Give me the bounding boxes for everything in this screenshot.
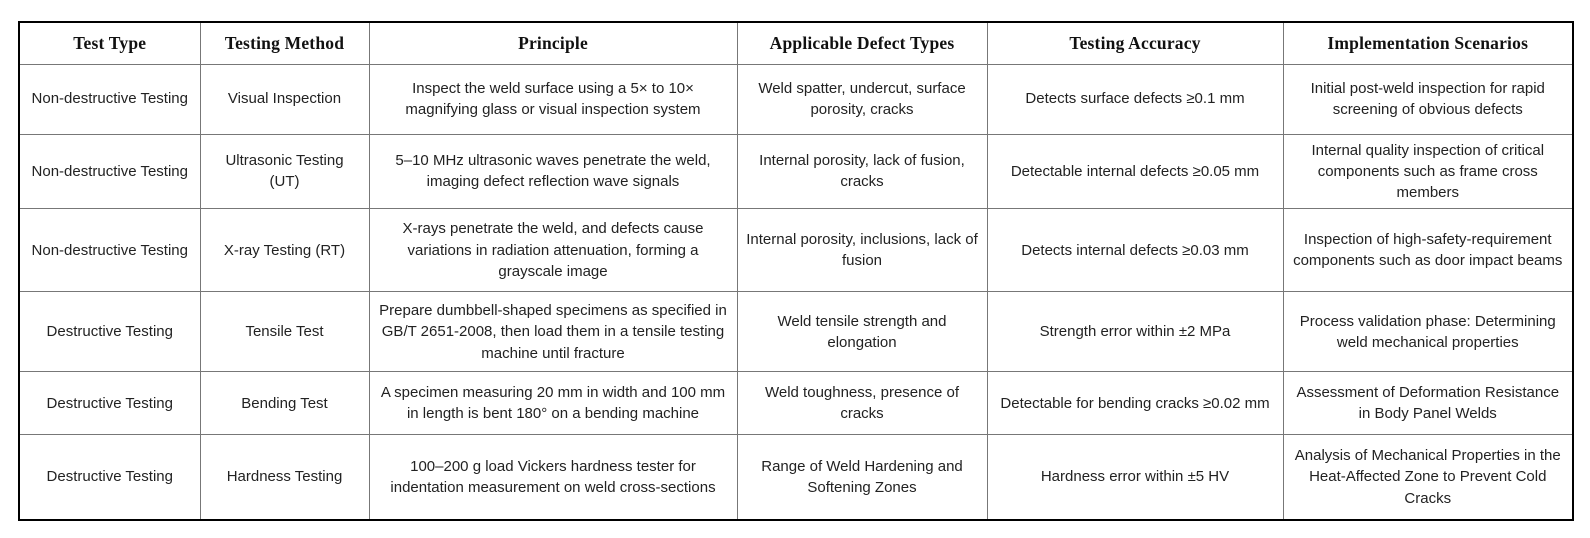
table-row-tensile-test: Destructive Testing Tensile Test Prepare… [18, 291, 1574, 373]
cell-principle: X-rays penetrate the weld, and defects c… [368, 208, 738, 293]
cell-implementation-scenario: Process validation phase: Determining we… [1282, 291, 1574, 373]
cell-test-type: Non-destructive Testing [18, 208, 201, 293]
cell-implementation-scenario: Assessment of Deformation Resistance in … [1282, 371, 1574, 436]
table-row-bending-test: Destructive Testing Bending Test A speci… [18, 371, 1574, 436]
cell-testing-accuracy: Strength error within ±2 MPa [986, 291, 1284, 373]
cell-principle: Inspect the weld surface using a 5× to 1… [368, 63, 738, 135]
cell-testing-accuracy: Detects surface defects ≥0.1 mm [986, 63, 1284, 135]
cell-testing-accuracy: Detectable internal defects ≥0.05 mm [986, 133, 1284, 210]
cell-principle: 5–10 MHz ultrasonic waves penetrate the … [368, 133, 738, 210]
column-header-defect-types: Applicable Defect Types [736, 21, 988, 65]
table-row-hardness-testing: Destructive Testing Hardness Testing 100… [18, 434, 1574, 521]
cell-defect-types: Internal porosity, inclusions, lack of f… [736, 208, 988, 293]
column-header-testing-accuracy: Testing Accuracy [986, 21, 1284, 65]
cell-test-type: Destructive Testing [18, 371, 201, 436]
page-body: Test Type Testing Method Principle Appli… [18, 21, 1574, 521]
cell-defect-types: Weld tensile strength and elongation [736, 291, 988, 373]
column-header-testing-method: Testing Method [199, 21, 370, 65]
cell-testing-method: Bending Test [199, 371, 370, 436]
cell-defect-types: Weld spatter, undercut, surface porosity… [736, 63, 988, 135]
cell-implementation-scenario: Initial post-weld inspection for rapid s… [1282, 63, 1574, 135]
cell-testing-method: Tensile Test [199, 291, 370, 373]
cell-defect-types: Range of Weld Hardening and Softening Zo… [736, 434, 988, 521]
column-header-implementation-scenarios: Implementation Scenarios [1282, 21, 1574, 65]
cell-test-type: Non-destructive Testing [18, 63, 201, 135]
cell-principle: A specimen measuring 20 mm in width and … [368, 371, 738, 436]
table-body: Non-destructive Testing Visual Inspectio… [18, 63, 1574, 521]
cell-testing-accuracy: Detects internal defects ≥0.03 mm [986, 208, 1284, 293]
table-row-xray-testing: Non-destructive Testing X-ray Testing (R… [18, 208, 1574, 293]
cell-implementation-scenario: Inspection of high-safety-requirement co… [1282, 208, 1574, 293]
cell-implementation-scenario: Analysis of Mechanical Properties in the… [1282, 434, 1574, 521]
cell-testing-method: Hardness Testing [199, 434, 370, 521]
table-row-ultrasonic-testing: Non-destructive Testing Ultrasonic Testi… [18, 133, 1574, 210]
cell-testing-method: X-ray Testing (RT) [199, 208, 370, 293]
cell-test-type: Non-destructive Testing [18, 133, 201, 210]
cell-testing-method: Ultrasonic Testing (UT) [199, 133, 370, 210]
cell-principle: Prepare dumbbell-shaped specimens as spe… [368, 291, 738, 373]
cell-implementation-scenario: Internal quality inspection of critical … [1282, 133, 1574, 210]
column-header-principle: Principle [368, 21, 738, 65]
cell-testing-accuracy: Detectable for bending cracks ≥0.02 mm [986, 371, 1284, 436]
cell-test-type: Destructive Testing [18, 434, 201, 521]
cell-defect-types: Internal porosity, lack of fusion, crack… [736, 133, 988, 210]
cell-defect-types: Weld toughness, presence of cracks [736, 371, 988, 436]
cell-testing-accuracy: Hardness error within ±5 HV [986, 434, 1284, 521]
cell-testing-method: Visual Inspection [199, 63, 370, 135]
cell-test-type: Destructive Testing [18, 291, 201, 373]
table-row-visual-inspection: Non-destructive Testing Visual Inspectio… [18, 63, 1574, 135]
cell-principle: 100–200 g load Vickers hardness tester f… [368, 434, 738, 521]
weld-testing-methods-table: Test Type Testing Method Principle Appli… [18, 21, 1574, 521]
header-row: Test Type Testing Method Principle Appli… [18, 21, 1574, 65]
column-header-test-type: Test Type [18, 21, 201, 65]
table-header: Test Type Testing Method Principle Appli… [18, 21, 1574, 65]
